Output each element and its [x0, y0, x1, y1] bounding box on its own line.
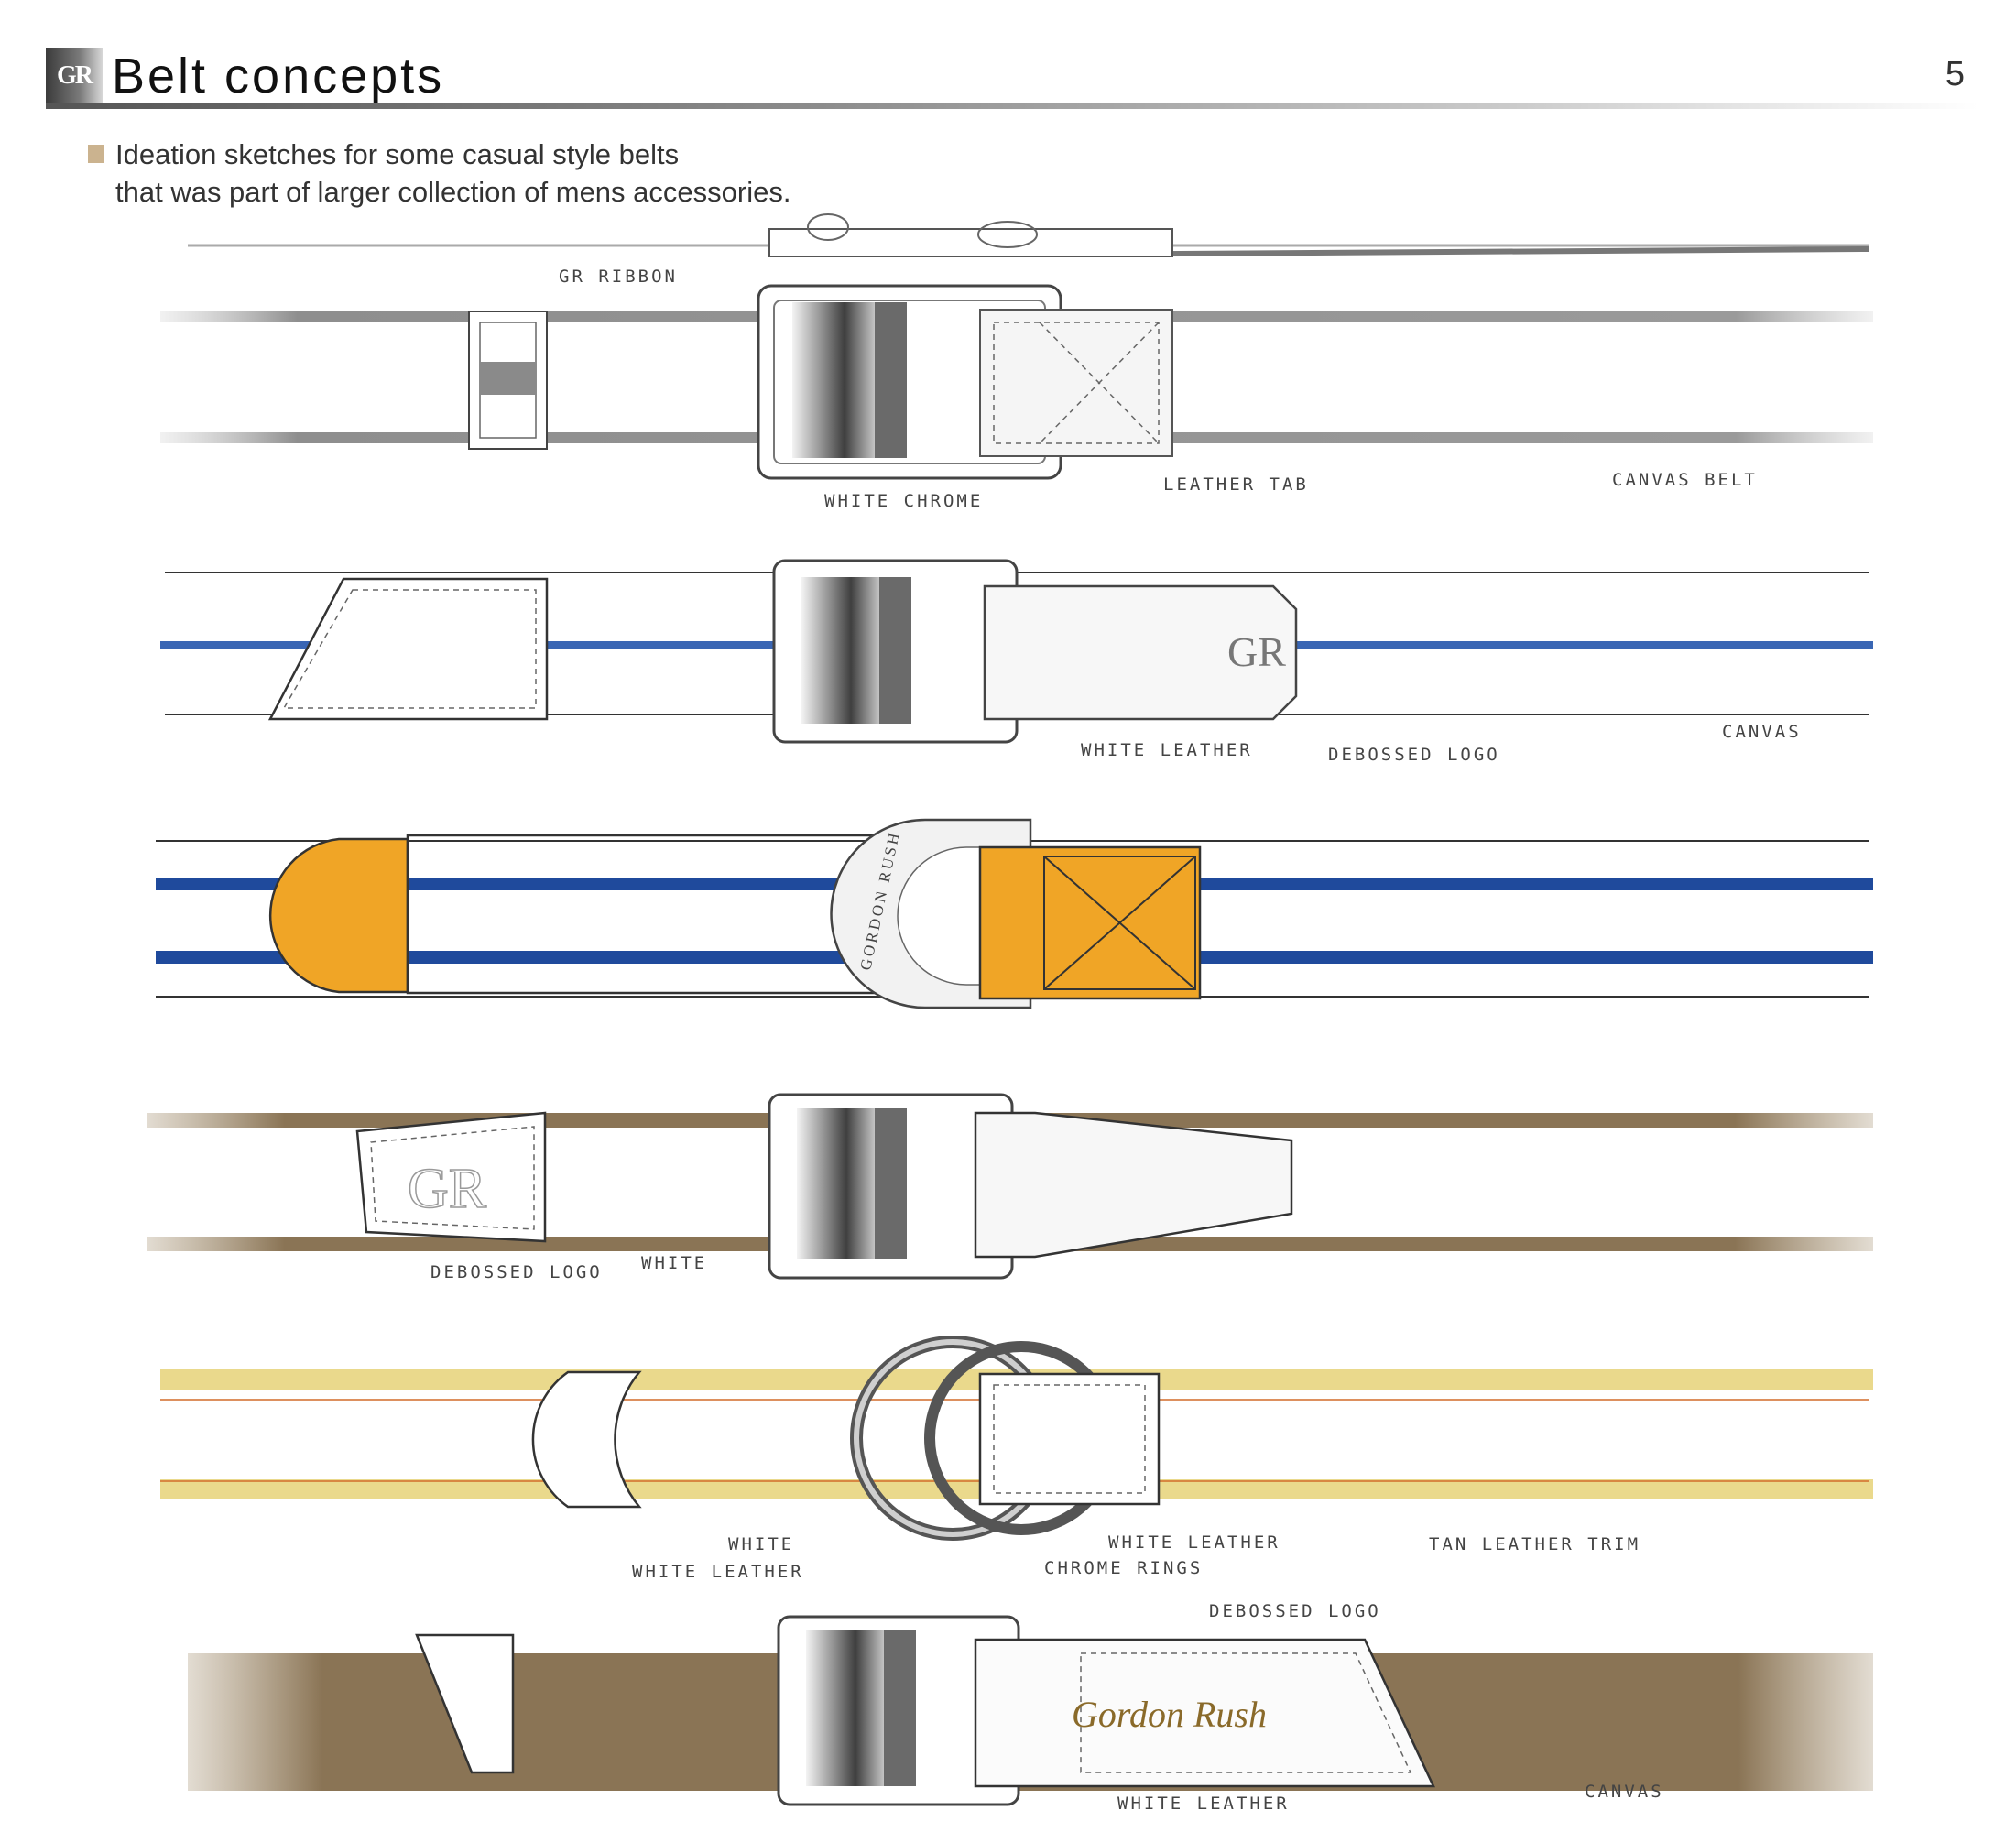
belt-5-label-white-leather-1: WHITE LEATHER: [632, 1562, 804, 1582]
caption-line-1: Ideation sketches for some casual style …: [115, 138, 680, 170]
page-header: GR Belt concepts 5: [46, 46, 1978, 110]
belt-2-label-canvas: CANVAS: [1722, 722, 1802, 742]
belt-4-label-white: WHITE: [641, 1253, 707, 1273]
belt-2-label-leather: WHITE LEATHER: [1081, 740, 1253, 760]
belt-5-label-tan-trim: TAN LEATHER TRIM: [1429, 1534, 1640, 1554]
belt-1-canvas: GR RIBBON WHITE CHROME LEATHER TAB CANVA…: [160, 267, 1873, 511]
header-rule: [46, 103, 1978, 109]
belt-6-brown-canvas: Gordon Rush DEBOSSED LOGO WHITE LEATHER …: [188, 1601, 1873, 1814]
belt-5-tan-trim: WHITE WHITE LEATHER WHITE LEATHER CHROME…: [160, 1336, 1873, 1582]
belt-6-script-logo: Gordon Rush: [1072, 1694, 1267, 1735]
belt-6-label-leather: WHITE LEATHER: [1117, 1794, 1290, 1814]
belt-2-label-logo: DEBOSSED LOGO: [1328, 745, 1500, 765]
belt-1-label-chrome: WHITE CHROME: [824, 491, 983, 511]
belt-1-label-ribbon: GR RIBBON: [559, 267, 678, 287]
belt-3-navy-orange: GORDON RUSH: [156, 818, 1873, 1009]
belt-1-label-canvas: CANVAS BELT: [1612, 470, 1758, 490]
belt-4-label-logo: DEBOSSED LOGO: [430, 1262, 603, 1282]
caption-line-2: that was part of larger collection of me…: [115, 176, 791, 208]
belt-1-label-tab: LEATHER TAB: [1163, 474, 1309, 495]
top-strap: [188, 213, 1869, 257]
caption-bullet: [88, 145, 104, 163]
caption-text: Ideation sketches for some casual style …: [115, 136, 940, 211]
belt-6-label-logo: DEBOSSED LOGO: [1209, 1601, 1381, 1621]
belt-5-label-white-leather-2: WHITE LEATHER: [1108, 1532, 1280, 1553]
gr-logo: GR: [46, 48, 103, 104]
page-title: Belt concepts: [112, 49, 445, 104]
belt-2-white-blue: GR WHITE LEATHER DEBOSSED LOGO CANVAS: [160, 559, 1873, 765]
belt-2-gr-logo: GR: [1227, 628, 1286, 675]
belt-5-label-white: WHITE: [728, 1534, 794, 1554]
belt-6-label-canvas: CANVAS: [1585, 1782, 1664, 1802]
belt-4-gr-logo: GR: [408, 1158, 487, 1220]
belt-4-brown: GR DEBOSSED LOGO WHITE: [147, 1093, 1873, 1282]
belt-5-label-chrome-rings: CHROME RINGS: [1044, 1558, 1203, 1578]
page-number: 5: [1945, 55, 1965, 93]
gr-logo-text: GR: [57, 61, 93, 90]
